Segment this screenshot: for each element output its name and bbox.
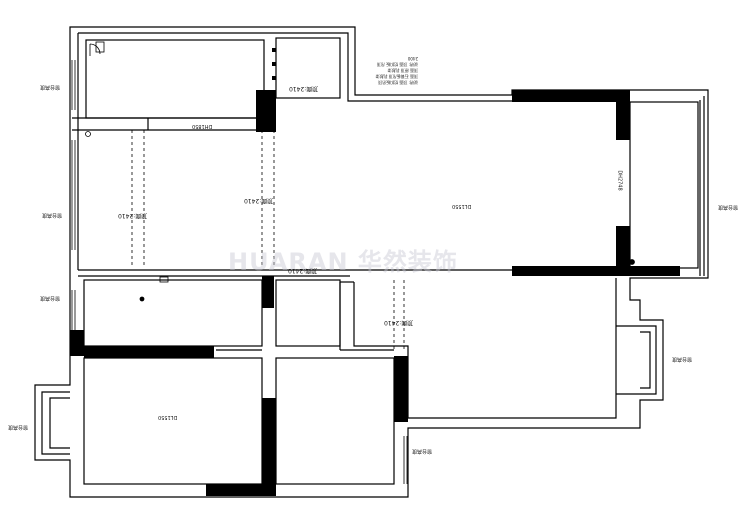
column: [206, 484, 276, 496]
storage-room: [275, 37, 341, 99]
column: [262, 398, 276, 496]
balcony: [629, 101, 699, 269]
window-sill-label: 窗台高度: [718, 204, 739, 210]
fixture-icon: [95, 41, 105, 53]
ceiling-label: 顶面:2410: [289, 85, 319, 92]
area-label: DL1550: [158, 414, 178, 420]
window-sill-label: 窗台高度: [40, 84, 61, 90]
column: [616, 226, 630, 276]
stair-icon: [272, 48, 276, 52]
column: [630, 266, 680, 276]
ceiling-label: 顶面:2410: [288, 267, 318, 274]
column: [262, 276, 274, 308]
watermark: HUARAN 华然装饰: [228, 248, 458, 276]
ceiling-label: 顶面:2410: [118, 212, 148, 219]
note-line: 说明: 顶面 铝扣板吊顶: [378, 80, 418, 85]
bay-window-left: [41, 391, 70, 455]
light-icon: [139, 296, 145, 302]
window-sill-label: 窗台高度: [412, 448, 433, 454]
note-line: 说明: 顶面 铝扣板 吊顶 2400: [376, 56, 418, 67]
door-swing-icon: [89, 43, 101, 56]
ceiling-label: 顶面:2410: [244, 197, 274, 204]
light-icon: [629, 259, 635, 265]
vent-icon: [85, 131, 91, 137]
kitchen-room: [85, 39, 265, 119]
fixture-icon: [159, 276, 169, 283]
ceiling-label: 顶面:2410: [384, 319, 414, 326]
bathroom-room: [83, 279, 263, 347]
bay-window-right: [640, 331, 651, 389]
column: [70, 330, 84, 356]
window-sill-label: 窗台高度: [42, 212, 63, 218]
ceiling-notes: 说明: 顶面 铝扣板吊顶 顶面 石膏板吊顶 乳胶漆 顶面 原顶 乳胶漆 说明: …: [368, 55, 418, 85]
column: [256, 90, 276, 132]
column: [394, 356, 408, 422]
column: [616, 100, 630, 140]
column: [512, 266, 630, 276]
corridor-room: [275, 279, 341, 347]
bedroom-middle: [275, 357, 395, 485]
note-line: 顶面 石膏板吊顶 乳胶漆: [375, 74, 418, 79]
balcony-height-label: DH2748: [616, 170, 623, 191]
window-sill-label: 窗台高度: [672, 356, 693, 362]
stair-icon: [272, 76, 276, 80]
opening-label: DH1850: [192, 123, 213, 129]
stair-icon: [272, 62, 276, 66]
bedroom-left: [83, 357, 263, 485]
column: [84, 346, 214, 358]
window-sill-label: 窗台高度: [40, 295, 61, 301]
bay-window-left: [49, 397, 70, 449]
bay-window-right: [640, 325, 657, 395]
inner-wall-line: [78, 32, 515, 102]
area-label: DL1550: [452, 203, 472, 209]
column: [512, 90, 630, 102]
bedroom-right: [353, 278, 617, 419]
window-sill-label: 窗台高度: [8, 424, 29, 430]
